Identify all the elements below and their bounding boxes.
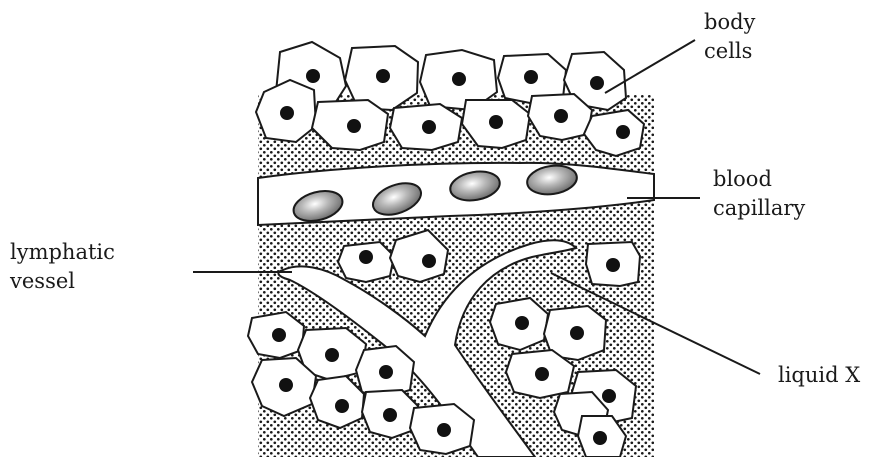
blood-capillary-label-line1: blood: [713, 165, 805, 194]
cell-nucleus: [570, 326, 584, 340]
cell-nucleus: [379, 365, 393, 379]
blood-capillary-label-line2: capillary: [713, 194, 805, 223]
cell-nucleus: [376, 69, 390, 83]
cell-nucleus: [306, 69, 320, 83]
lymphatic-vessel-label: lymphatic vessel: [10, 238, 115, 296]
cell-nucleus: [515, 316, 529, 330]
body-cells-label-line1: body: [704, 8, 755, 37]
cell-nucleus: [280, 106, 294, 120]
body-cells-label-line2: cells: [704, 37, 755, 66]
lymphatic-vessel-label-line1: lymphatic: [10, 238, 115, 267]
cell-nucleus: [524, 70, 538, 84]
cell-nucleus: [489, 115, 503, 129]
cell-nucleus: [325, 348, 339, 362]
blood-capillary-label: blood capillary: [713, 165, 805, 223]
cell-nucleus: [422, 120, 436, 134]
cell-nucleus: [602, 389, 616, 403]
cell-nucleus: [437, 423, 451, 437]
cell-nucleus: [452, 72, 466, 86]
cell-nucleus: [590, 76, 604, 90]
cell-nucleus: [347, 119, 361, 133]
lymphatic-vessel-label-line2: vessel: [10, 267, 115, 296]
cell-nucleus: [279, 378, 293, 392]
cell-nucleus: [272, 328, 286, 342]
cell-nucleus: [359, 250, 373, 264]
cell-nucleus: [616, 125, 630, 139]
cell-nucleus: [383, 408, 397, 422]
cell-nucleus: [606, 258, 620, 272]
cell-nucleus: [535, 367, 549, 381]
cell-nucleus: [554, 109, 568, 123]
body-cells-label: body cells: [704, 8, 755, 66]
cell-nucleus: [335, 399, 349, 413]
cell-nucleus: [422, 254, 436, 268]
liquid-x-label: liquid X: [778, 361, 860, 390]
cell-nucleus: [593, 431, 607, 445]
